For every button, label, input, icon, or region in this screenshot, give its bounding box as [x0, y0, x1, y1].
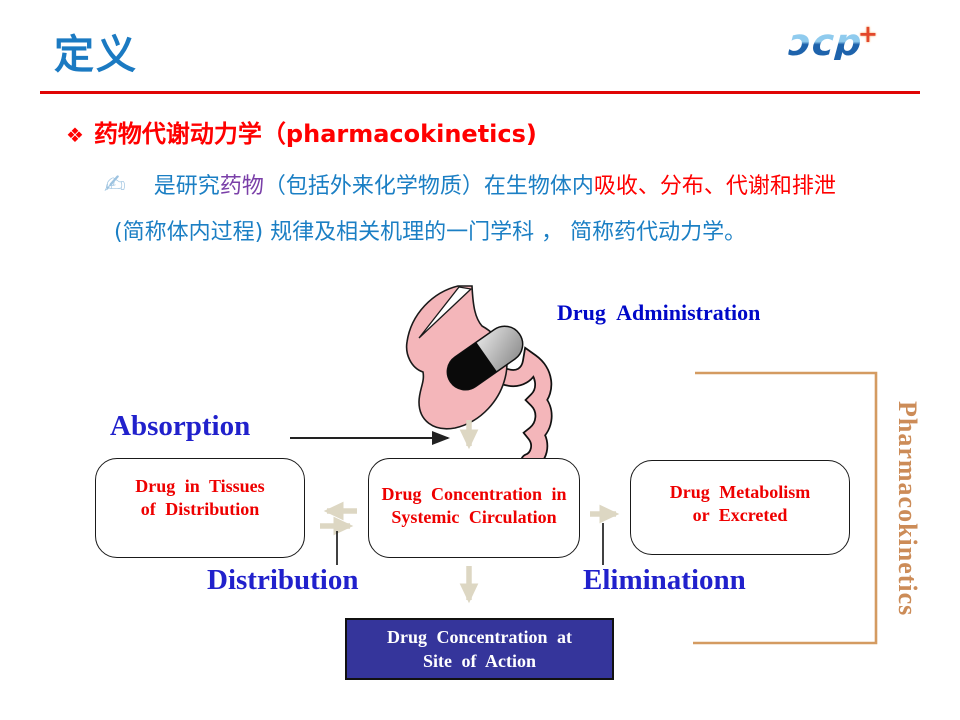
capsule-icon	[446, 325, 524, 391]
brand-logo: ɔcp +	[787, 20, 878, 64]
box-systemic-circulation: Drug Concentration in Systemic Circulati…	[368, 458, 580, 558]
diamond-bullet-icon: ❖	[66, 123, 84, 147]
distribution-label: Distribution	[207, 564, 359, 596]
drug-administration-label: Drug Administration	[557, 300, 761, 325]
writing-hand-icon: ✍	[104, 170, 126, 200]
definition-segment: （包括外来化学物质）在生物体内	[263, 174, 594, 199]
title-divider-line	[40, 91, 920, 94]
box-line: of Distribution	[140, 498, 260, 519]
box-site-of-action: Drug Concentration at Site of Action	[345, 618, 614, 680]
logo-plus-icon: +	[857, 20, 878, 48]
definition-line-2: (简称体内过程) 规律及相关机理的一门学科 ， 简称药代动力学。	[114, 220, 747, 245]
box-metabolism-excreted: Drug Metabolism or Excreted	[630, 460, 850, 555]
box-line: Systemic Circulation	[391, 506, 557, 527]
box-line: Drug Concentration at	[387, 626, 572, 647]
box-line: Drug in Tissues	[135, 476, 265, 496]
box-line: or Excreted	[692, 504, 788, 525]
box-drug-in-tissues: Drug in Tissues of Distribution	[95, 458, 305, 558]
elimination-label: Eliminationn	[583, 564, 746, 596]
definition-segment: 是研究	[153, 174, 220, 199]
logo-letters: ɔcp	[787, 21, 864, 64]
esophagus	[418, 286, 473, 339]
box-line: Drug Concentration in	[381, 484, 567, 504]
pharmacokinetics-vertical-label: Pharmacokinetics	[893, 401, 922, 617]
definition-segment: 药物	[219, 174, 264, 199]
section-heading: ❖ 药物代谢动力学（pharmacokinetics)	[66, 114, 537, 149]
stomach-illustration	[405, 285, 553, 465]
absorption-label: Absorption	[110, 410, 251, 442]
box-line: Site of Action	[423, 651, 536, 671]
definition-line-1: ✍ 是研究药物（包括外来化学物质）在生物体内吸收、分布、代谢和排泄	[104, 168, 836, 200]
definition-segment: 吸收、分布、代谢和排泄	[593, 174, 836, 199]
box-line: Drug Metabolism	[669, 482, 811, 502]
page-title: 定义	[54, 32, 138, 78]
intestine	[495, 349, 551, 465]
section-heading-text: 药物代谢动力学（pharmacokinetics)	[93, 120, 537, 148]
